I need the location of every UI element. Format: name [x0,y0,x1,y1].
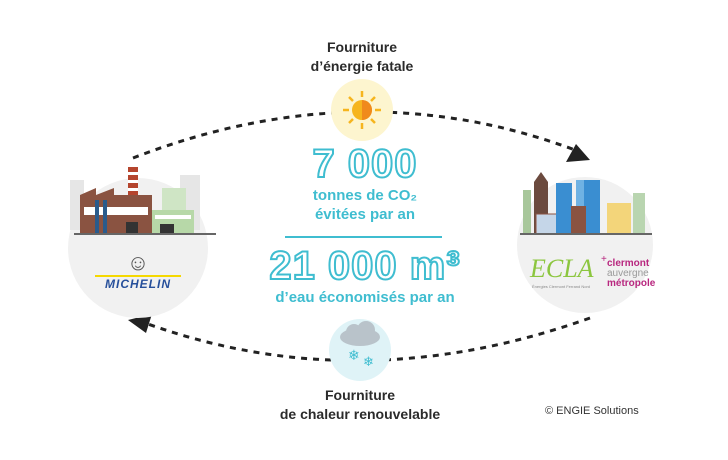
top-label-line2: d’énergie fatale [310,58,414,74]
stat1-line1: tonnes de CO₂ [312,187,418,204]
bottom-arrow-head [128,314,152,333]
snowflake-cloud-icon: ❄ ❄ [340,321,380,370]
bottom-label-line2: de chaleur renouvelable [279,406,441,422]
svg-text:❄: ❄ [363,355,374,370]
bottom-label-line1: Fourniture [325,387,395,403]
metropole-line1: clermont [607,258,650,269]
metropole-line3: métropole [607,278,656,289]
copyright: © ENGIE Solutions [545,405,639,417]
factory-illustration [70,167,216,235]
top-arrow-head [566,144,590,162]
stat1-line2: évitées par an [314,206,416,223]
stat2-caption: d’eau économisés par an [275,289,455,306]
stat1-caption: tonnes de CO₂ évitées par an [240,186,490,224]
sun-icon [343,91,381,129]
top-label: Fourniture d’énergie fatale [242,38,482,76]
bottom-label: Fourniture de chaleur renouvelable [240,386,480,424]
ecla-subtitle: Énergies Clermont Ferrand Nord [532,284,591,289]
ecla-logo: ECLA [530,254,594,283]
city-illustration [520,172,652,235]
svg-text:❄: ❄ [348,348,360,364]
metropole-logo: clermont auvergne métropole [607,259,655,289]
stat2-value: 21 000 m³ [268,243,461,289]
michelin-logo: MICHELIN [95,275,181,291]
stat1-value: 7 000 [311,141,418,187]
metropole-line2: auvergne [607,268,649,279]
top-label-line1: Fourniture [327,39,397,55]
bibendum-icon: ☺ [126,250,150,275]
plus-sign: + [601,254,607,265]
